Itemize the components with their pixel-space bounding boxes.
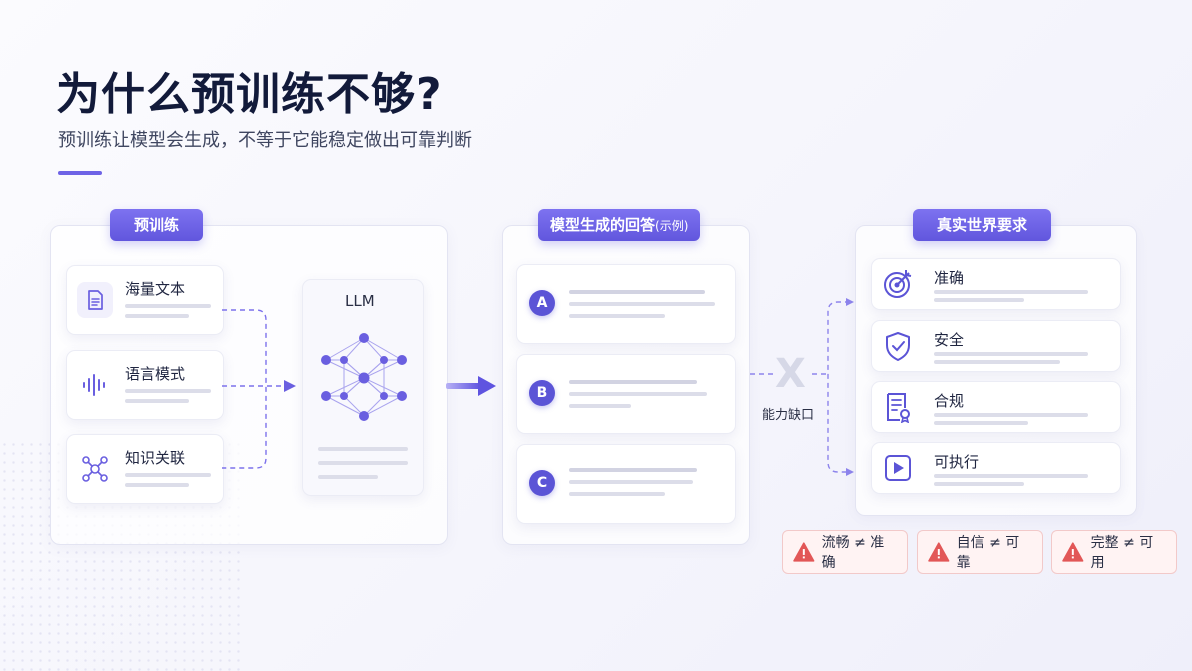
warning-badge-confident: 自信 ≠ 可靠 [917,530,1043,574]
warning-badge-fluent: 流畅 ≠ 准确 [782,530,908,574]
requirement-card-safe: 安全 [871,320,1121,372]
warning-icon [793,542,815,562]
placeholder-line [125,483,189,487]
placeholder-line [569,480,693,484]
answer-card-a: A [516,264,736,344]
placeholder-line [569,314,665,318]
answer-badge: A [529,290,555,316]
gap-label: 能力缺口 [762,408,815,423]
placeholder-line [934,352,1088,356]
page-title: 为什么预训练不够? [56,69,443,120]
document-icon [77,282,113,318]
placeholder-line [125,314,189,318]
requirement-label: 可执行 [934,453,980,471]
placeholder-line [318,475,378,479]
placeholder-line [569,290,705,294]
input-label: 知识关联 [125,449,186,467]
warning-text: 流畅 ≠ 准确 [821,535,885,571]
pretrain-heading: 预训练 [110,209,204,241]
shield-check-icon [880,328,916,364]
answer-badge: B [529,380,555,406]
requirement-label: 准确 [934,269,965,287]
arrow-right-icon [446,376,496,396]
placeholder-line [934,421,1028,425]
answers-heading: 模型生成的回答(示例) [538,209,701,241]
input-label: 语言模式 [125,365,186,383]
requirement-card-actionable: 可执行 [871,442,1121,494]
input-card-text: 海量文本 [66,265,224,335]
placeholder-line [569,392,707,396]
answer-card-b: B [516,354,736,434]
answers-heading-note: (示例) [655,219,689,233]
placeholder-line [125,473,211,477]
placeholder-line [125,304,211,308]
answer-card-c: C [516,444,736,524]
input-card-language: 语言模式 [66,350,224,420]
gap-connector [750,298,854,476]
input-card-knowledge: 知识关联 [66,434,224,504]
input-connectors [222,309,296,469]
placeholder-line [569,302,715,306]
title-accent-line [58,171,102,175]
warning-badge-complete: 完整 ≠ 可用 [1051,530,1177,574]
requirement-card-compliance: 合规 [871,381,1121,433]
warning-icon [928,542,950,562]
placeholder-line [569,404,631,408]
warning-text: 完整 ≠ 可用 [1090,535,1154,571]
requirement-label: 合规 [934,392,965,410]
neural-network-icon [321,333,407,421]
placeholder-line [569,492,665,496]
requirement-label: 安全 [934,331,965,349]
input-label: 海量文本 [125,280,186,298]
requirements-heading: 真实世界要求 [913,209,1052,241]
answers-heading-text: 模型生成的回答 [550,216,656,234]
compliance-doc-icon [880,389,916,425]
placeholder-line [934,482,1024,486]
warning-icon [1062,542,1084,562]
page-subtitle: 预训练让模型会生成，不等于它能稳定做出可靠判断 [58,130,472,151]
placeholder-line [318,461,408,465]
placeholder-line [125,389,211,393]
gap-x-mark: X [775,351,806,397]
placeholder-line [934,413,1088,417]
llm-label: LLM [345,292,375,310]
placeholder-line [934,290,1088,294]
warning-text: 自信 ≠ 可靠 [956,535,1020,571]
network-nodes-icon [77,451,113,487]
placeholder-line [569,468,697,472]
placeholder-line [318,447,408,451]
waveform-icon [77,367,113,403]
placeholder-line [569,380,697,384]
requirement-card-accurate: 准确 [871,258,1121,310]
placeholder-line [934,474,1088,478]
answer-badge: C [529,470,555,496]
placeholder-line [934,360,1060,364]
play-icon [880,450,916,486]
llm-card [302,279,424,496]
placeholder-line [934,298,1024,302]
target-icon [880,266,916,302]
placeholder-line [125,399,189,403]
